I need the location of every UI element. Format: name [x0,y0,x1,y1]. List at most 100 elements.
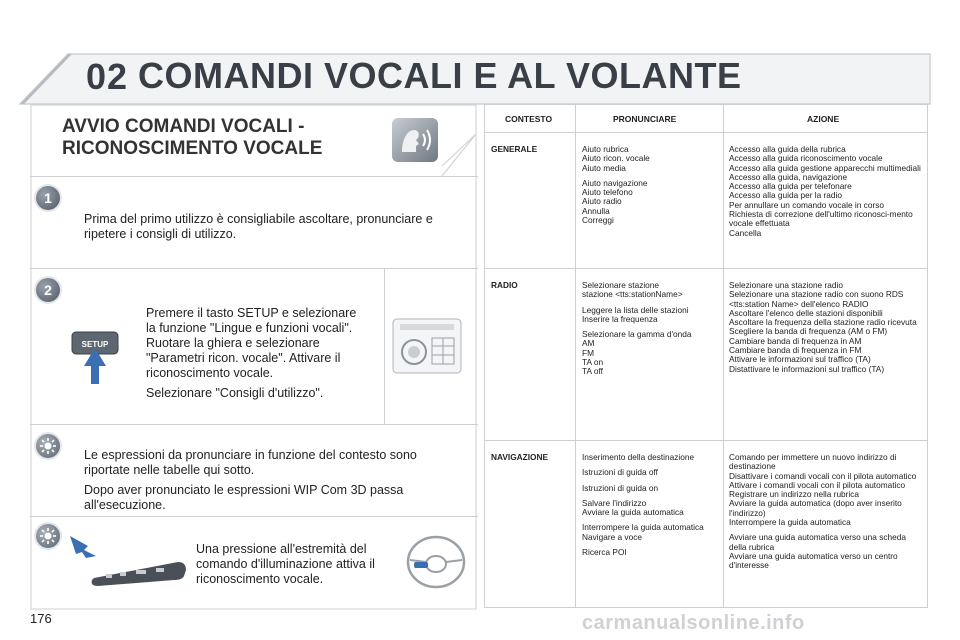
tip-2-paragraph: Una pressione all'estremità del comando … [196,542,375,586]
phrase-line: Ricerca POI [582,547,627,558]
step-2-paragraph: Premere il tasto SETUP e selezionare la … [146,306,357,380]
action-line: Selezionare una stazione radio [729,280,843,290]
phrase-line: Istruzioni di guida off [582,467,658,478]
divider [30,516,478,517]
phrase-line: Salvare l'indirizzo [582,497,647,508]
row-context: NAVIGAZIONE [491,452,549,462]
page-title: COMANDI VOCALI E AL VOLANTE [138,55,742,96]
action-line: Comando per immettere un nuovo indirizzo… [729,452,897,472]
action-line: Accesso alla guida per la radio [729,190,842,201]
phrase-line: Istruzioni di guida on [582,482,659,493]
sun-icon [40,438,56,454]
action-line: Accesso alla guida della rubrica [729,144,846,154]
phrase-line: Navigare a voce [582,531,642,542]
section-title: AVVIO COMANDI VOCALI - RICONOSCIMENTO VO… [62,116,362,160]
action-line: Attivare i comandi vocali con il pilota … [729,479,906,490]
table-header: CONTESTO PRONUNCIARE AZIONE [485,105,927,133]
watermark: carmanualsonline.info [582,612,805,634]
phrase-line: Correggi [582,215,614,226]
action-line: Interrompere la guida automatica [729,517,851,528]
divider [384,268,385,424]
action-line: Accesso alla guida riconoscimento vocale [729,153,883,164]
action-line: Registrare un indirizzo nella rubrica [729,489,860,500]
phrase-line: Aiuto radio [582,196,622,207]
phrase-line: Aiuto ricon. vocale [582,153,650,164]
action-line: Accesso alla guida per telefonare [729,181,852,192]
row-context: RADIO [491,280,518,290]
tip-1-paragraph: Le espressioni da pronunciare in funzion… [84,448,417,477]
phrase-line: Aiuto rubrica [582,144,629,154]
phrase-line: Aiuto navigazione [582,177,648,188]
phrase-line: AM [582,338,595,349]
column-header-action: AZIONE [807,114,840,124]
action-line: Avviare una guida automatica verso un ce… [729,550,898,571]
phrase-line: Inserire la frequenza [582,313,658,324]
setup-button-label: SETUP [82,340,109,349]
column-separator [575,105,576,607]
phrase-line: Aiuto telefono [582,187,633,198]
column-header-pronounce: PRONUNCIARE [613,114,677,124]
divider [30,424,478,425]
step-2-paragraph: Selezionare "Consigli d'utilizzo". [146,386,324,400]
phrase-line: FM [582,347,594,358]
section-title-line2: RICONOSCIMENTO VOCALE [62,138,323,159]
phrase-line: Annulla [582,205,610,216]
action-line: Cambiare banda di frequenza in AM [729,335,862,346]
phrase-line: Selezionare stazione [582,280,660,290]
action-line: Distattivare le informazioni sul traffic… [729,363,885,374]
phrase-line: Leggere la lista delle stazioni [582,304,689,315]
column-header-context: CONTESTO [505,114,553,124]
lighting-stalk-illustration [70,536,186,586]
divider [30,176,478,177]
action-line: Attivare le informazioni sul traffico (T… [729,354,871,365]
steering-wheel-illustration [406,535,466,589]
action-line: Accesso alla guida gestione apparecchi m… [729,162,921,173]
tip-2-text: Una pressione all'estremità del comando … [196,542,386,592]
action-line: Cambiare banda di frequenza in FM [729,345,862,356]
phrase-line: Selezionare la gamma d'onda [582,329,692,340]
page-number: 176 [30,611,52,626]
voice-command-icon [392,118,438,162]
action-line: Cancella [729,227,762,238]
tip-badge-2 [36,524,60,548]
sun-icon [40,528,56,544]
action-line: Accesso alla guida, navigazione [729,171,848,182]
page-header: 02 COMANDI VOCALI E AL VOLANTE [0,42,960,106]
row-context: GENERALE [491,144,538,154]
phrase-line: TA on [582,357,604,368]
chapter-number: 02 [86,56,129,97]
tip-1-text: Le espressioni da pronunciare in funzion… [84,448,464,518]
step-1-text: Prima del primo utilizzo è consigliabile… [84,212,454,247]
phrase-line: stazione <tts:stationName> [582,289,683,300]
step-1-paragraph: Prima del primo utilizzo è consigliabile… [84,212,433,241]
tip-badge-1 [36,434,60,458]
column-separator [723,105,724,607]
voice-commands-table: CONTESTO PRONUNCIARE AZIONE GENERALE Aiu… [484,104,928,608]
phrase-line: Interrompere la guida automatica [582,522,704,533]
table-row-navigation: NAVIGAZIONE Inserimento della destinazio… [485,441,927,607]
action-line: Per annullare un comando vocale in corso [729,199,884,210]
action-line: Selezionare una stazione radio con suono… [729,289,904,309]
step-2-text: Premere il tasto SETUP e selezionare la … [146,306,368,406]
phrase-line: Inserimento della destinazione [582,452,695,462]
phrase-line: TA off [582,366,603,377]
phrase-line: Aiuto media [582,162,626,173]
divider [30,268,478,269]
step-1-badge: 1 [36,186,60,210]
action-line: Disattivare i comandi vocali con il pilo… [729,470,917,481]
action-line: Richiesta di correzione dell'ultimo rico… [729,209,913,229]
tip-1-paragraph: Dopo aver pronunciato le espressioni WIP… [84,483,404,512]
action-line: Avviare la guida automatica (dopo aver i… [729,498,902,518]
action-line: Ascoltare l'elenco delle stazioni dispon… [729,307,883,318]
setup-button-illustration: SETUP [71,331,119,384]
action-line: Avviare una guida automatica verso una s… [729,532,906,552]
phrase-line: Avviare la guida automatica [582,507,684,518]
section-title-line1: AVVIO COMANDI VOCALI - [62,116,305,137]
